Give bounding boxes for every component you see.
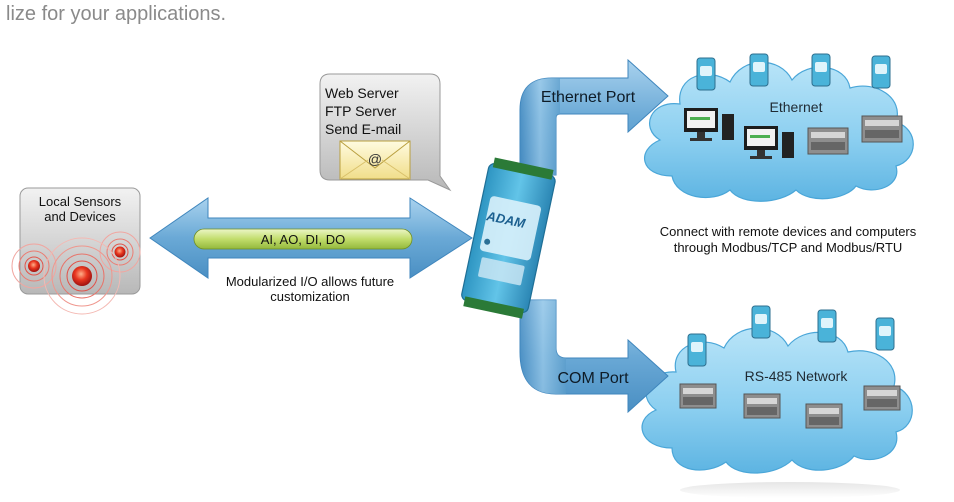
sensor-icon-group bbox=[11, 231, 141, 315]
local-sensors-line1: Local Sensors bbox=[39, 194, 122, 209]
computer-icon-group bbox=[684, 108, 794, 159]
connect-note-line1: Connect with remote devices and computer… bbox=[660, 224, 917, 239]
ethernet-port-label: Ethernet Port bbox=[541, 89, 636, 106]
connect-note-line2: through Modbus/TCP and Modbus/RTU bbox=[674, 240, 903, 255]
modular-note-line1: Modularized I/O allows future bbox=[226, 274, 394, 289]
rs485-controller-group bbox=[679, 383, 901, 429]
rs485-module-group bbox=[687, 305, 895, 367]
rs485-cloud-label: RS-485 Network bbox=[745, 368, 849, 384]
ethernet-port-arrow bbox=[519, 58, 669, 176]
io-bar-label: AI, AO, DI, DO bbox=[261, 232, 346, 247]
sensor-icon bbox=[43, 237, 121, 315]
header-text: lize for your applications. bbox=[6, 3, 226, 25]
modular-note-line2: customization bbox=[270, 289, 349, 304]
local-sensors-line2: and Devices bbox=[44, 209, 116, 224]
io-bar bbox=[193, 228, 413, 250]
ethernet-module-group bbox=[696, 53, 891, 91]
local-sensors-box bbox=[19, 187, 141, 295]
com-port-label: COM Port bbox=[557, 370, 629, 387]
email-envelope-icon bbox=[339, 140, 411, 180]
services-line2: FTP Server bbox=[325, 103, 397, 119]
ethernet-cloud-label: Ethernet bbox=[770, 99, 823, 115]
sensor-icon bbox=[11, 243, 57, 289]
controller-icon-group bbox=[807, 115, 903, 155]
email-at-symbol: @ bbox=[368, 151, 382, 167]
services-line3: Send E-mail bbox=[325, 121, 401, 137]
services-line1: Web Server bbox=[325, 85, 399, 101]
cloud-shadow bbox=[680, 482, 900, 498]
adam-device bbox=[461, 157, 556, 319]
com-port-arrow bbox=[519, 299, 669, 414]
